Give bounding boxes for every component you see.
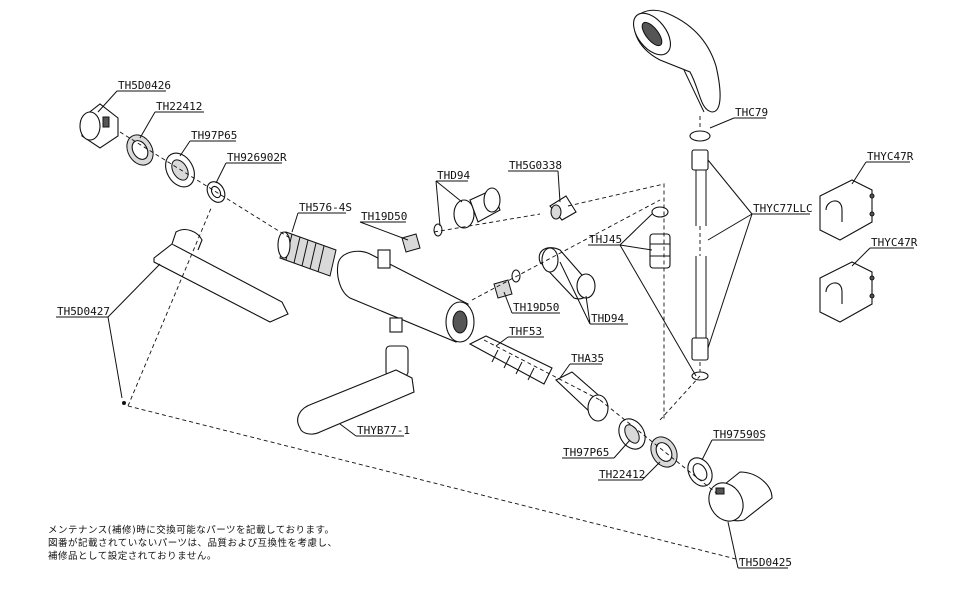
assembly-lines <box>119 131 741 561</box>
shaft-tha35 <box>555 371 609 422</box>
connector-th19d50-mid <box>493 269 521 299</box>
washer-th926902r <box>206 181 226 203</box>
nut-th97p65-top <box>165 152 195 188</box>
shower-hook-bottom <box>819 261 875 323</box>
filter-thf53 <box>468 335 553 385</box>
bracket-th5d0427 <box>153 229 289 323</box>
elbow-thd94-top <box>453 187 501 229</box>
elbow-thd94-mid <box>538 247 596 300</box>
label-th576-4s: TH576-4S <box>299 201 352 214</box>
label-th5d0426: TH5D0426 <box>118 79 171 92</box>
label-th5d0427: TH5D0427 <box>57 305 110 318</box>
label-thj45: THJ45 <box>589 233 622 246</box>
label-thf53: THF53 <box>509 325 542 338</box>
union-thj45 <box>649 206 671 269</box>
label-th5d0425: TH5D0425 <box>739 556 792 569</box>
label-th97p65-bottom: TH97P65 <box>563 446 609 459</box>
label-thyc47r-top: THYC47R <box>867 150 914 163</box>
maintenance-note: メンテナンス(補修)時に交換可能なパーツを記載しております。 図番が記載されてい… <box>48 524 388 563</box>
label-thyb77-1: THYB77-1 <box>357 424 410 437</box>
label-thyc47r-bottom: THYC47R <box>871 236 918 249</box>
label-th97p65-top: TH97P65 <box>191 129 237 142</box>
label-thyc77llc: THYC77LLC <box>753 202 813 215</box>
label-th19d50-top: TH19D50 <box>361 210 407 223</box>
spout-thyb77-1 <box>297 345 415 435</box>
note-line-2: 図番が記載されていないパーツは、品質および互換性を考慮し、 <box>48 538 338 549</box>
ring-th97590s <box>687 457 713 487</box>
label-th5g0338: TH5G0338 <box>509 159 562 172</box>
handle-th5d0425 <box>708 471 773 522</box>
shower-head <box>633 9 721 113</box>
label-th22412-bottom: TH22412 <box>599 468 645 481</box>
adapter-th5g0338 <box>549 195 577 221</box>
label-thd94-mid: THD94 <box>591 312 624 325</box>
note-line-3: 補修品として設定されておりません。 <box>48 551 217 562</box>
label-th19d50-mid: TH19D50 <box>513 301 559 314</box>
valve-body <box>336 249 475 343</box>
connector-th19d50-top <box>401 223 443 253</box>
label-th22412-top: TH22412 <box>156 100 202 113</box>
part-labels: TH5D0426 TH22412 TH97P65 TH926902R TH576… <box>57 79 918 569</box>
nut-th97p65-bottom <box>618 418 646 450</box>
ring-th22412-top <box>126 134 154 166</box>
shower-hose <box>689 116 711 381</box>
handle-cap-top <box>79 103 119 149</box>
leader-lines <box>56 90 914 569</box>
label-th926902r: TH926902R <box>227 151 287 164</box>
cartridge-th576-4s <box>277 231 337 277</box>
label-thc79: THC79 <box>735 106 768 119</box>
label-thd94-top: THD94 <box>437 169 470 182</box>
shower-hook-top <box>819 179 875 241</box>
note-line-1: メンテナンス(補修)時に交換可能なパーツを記載しております。 <box>48 525 335 536</box>
label-th97590s: TH97590S <box>713 428 766 441</box>
ring-th22412-bottom <box>650 436 678 468</box>
label-tha35: THA35 <box>571 352 604 365</box>
